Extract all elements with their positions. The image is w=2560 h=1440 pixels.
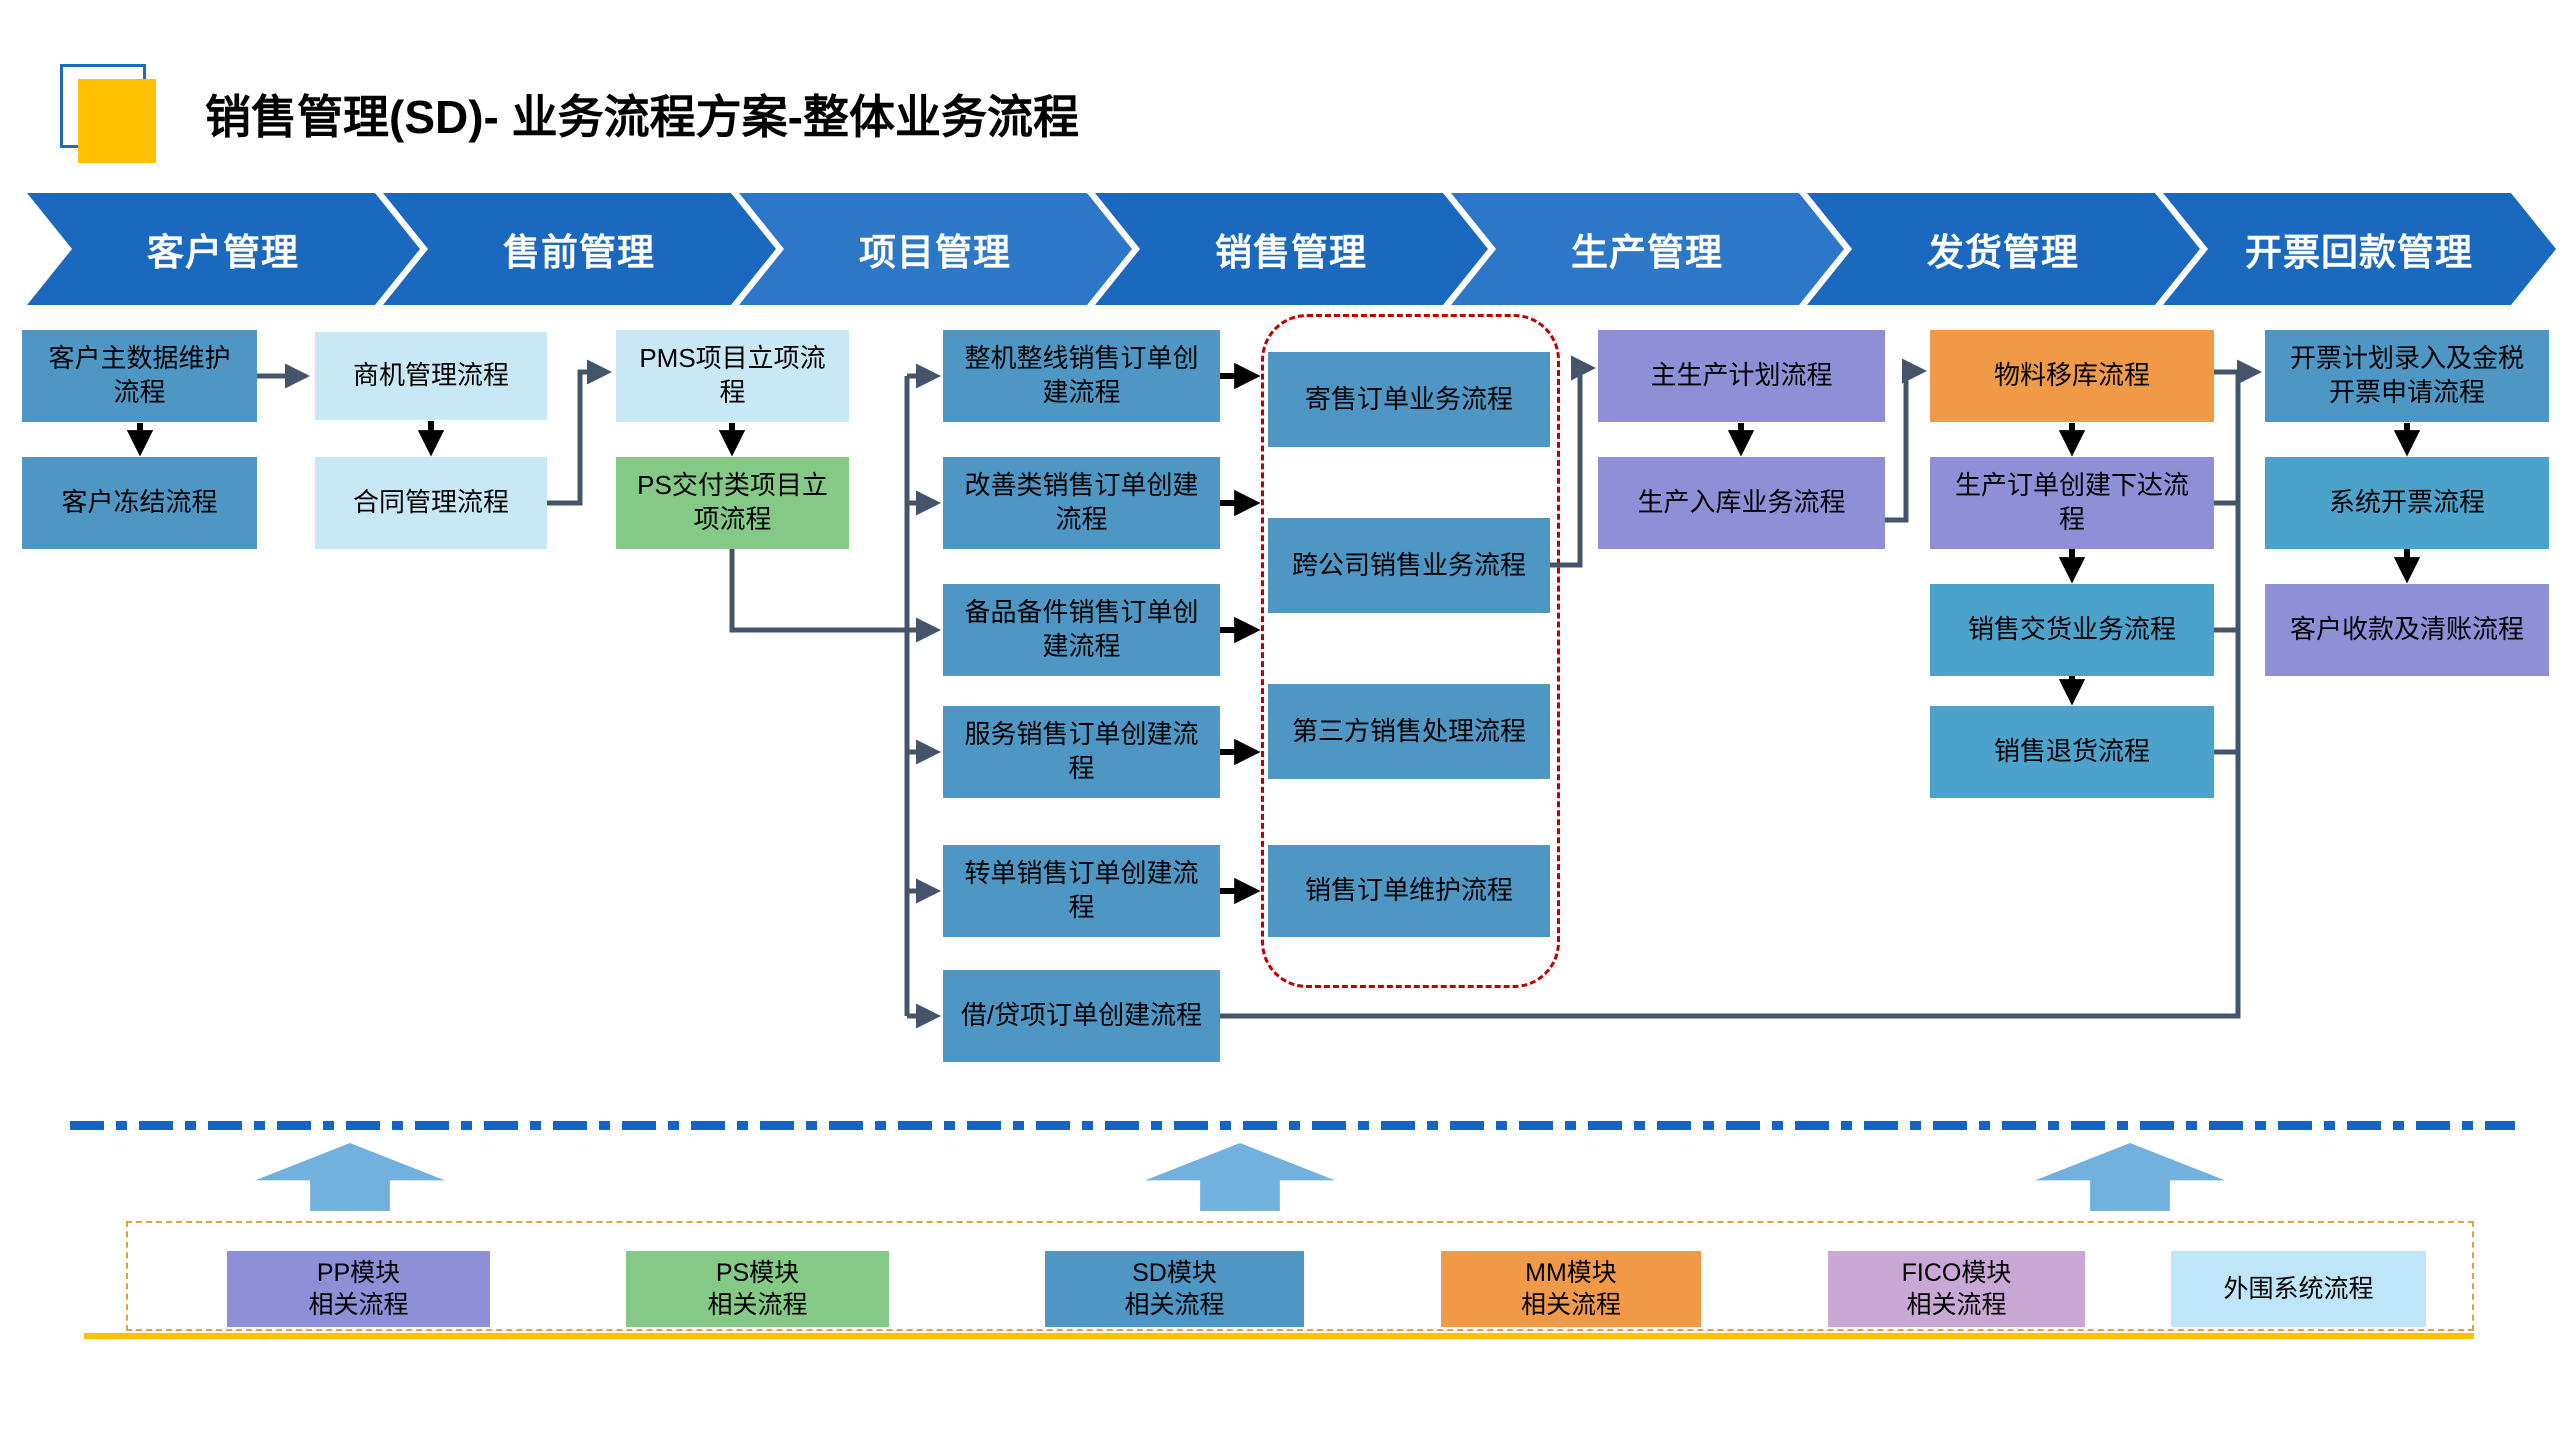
- legend-container: [126, 1221, 2474, 1331]
- stage-chevron-customer-mgmt: 客户管理: [27, 193, 420, 305]
- page-title: 销售管理(SD)- 业务流程方案-整体业务流程: [205, 91, 1079, 143]
- legend-item-fico-module: FICO模块 相关流程: [1828, 1251, 2085, 1327]
- legend-item-ps-module: PS模块 相关流程: [626, 1251, 889, 1327]
- up-block-arrow-icon-1: [255, 1143, 445, 1211]
- node-production-order-release: 生产订单创建下达流程: [1930, 457, 2214, 549]
- stage-chevron-sales-mgmt: 销售管理: [1095, 193, 1488, 305]
- node-system-billing: 系统开票流程: [2265, 457, 2549, 549]
- node-service-sales-order: 服务销售订单创建流程: [943, 706, 1220, 798]
- node-opportunity-mgmt: 商机管理流程: [315, 332, 547, 420]
- legend-item-mm-module: MM模块 相关流程: [1441, 1251, 1701, 1327]
- node-contract-mgmt: 合同管理流程: [315, 457, 547, 549]
- bottom-accent-line: [84, 1333, 2474, 1339]
- node-third-party-sales-flow: 第三方销售处理流程: [1268, 684, 1550, 779]
- node-customer-master-data: 客户主数据维护流程: [22, 330, 257, 422]
- node-customer-payment-clearing: 客户收款及清账流程: [2265, 584, 2549, 676]
- stage-chevron-delivery-mgmt: 发货管理: [1807, 193, 2200, 305]
- node-ps-delivery-project-setup: PS交付类项目立项流程: [616, 457, 849, 549]
- node-debit-credit-order: 借/贷项订单创建流程: [943, 970, 1220, 1062]
- stage-chevron-billing-collection-mgmt: 开票回款管理: [2163, 193, 2556, 305]
- title-accent-yellow-square: [78, 79, 156, 163]
- legend-item-pp-module: PP模块 相关流程: [227, 1251, 490, 1327]
- up-block-arrow-icon-3: [2035, 1143, 2225, 1211]
- node-billing-plan-entry: 开票计划录入及金税开票申请流程: [2265, 330, 2549, 422]
- legend-item-sd-module: SD模块 相关流程: [1045, 1251, 1304, 1327]
- node-improvement-sales-order: 改善类销售订单创建流程: [943, 457, 1220, 549]
- node-consignment-order-flow: 寄售订单业务流程: [1268, 352, 1550, 447]
- node-sales-order-maintenance: 销售订单维护流程: [1268, 845, 1550, 937]
- node-machine-line-sales-order: 整机整线销售订单创建流程: [943, 330, 1220, 422]
- node-production-inbound: 生产入库业务流程: [1598, 457, 1885, 549]
- node-customer-freeze: 客户冻结流程: [22, 457, 257, 549]
- stage-chevron-production-mgmt: 生产管理: [1451, 193, 1844, 305]
- node-master-production-plan: 主生产计划流程: [1598, 330, 1885, 422]
- node-sales-delivery: 销售交货业务流程: [1930, 584, 2214, 676]
- stage-chevron-project-mgmt: 项目管理: [739, 193, 1132, 305]
- node-pms-project-setup: PMS项目立项流程: [616, 330, 849, 422]
- node-spare-parts-sales-order: 备品备件销售订单创建流程: [943, 584, 1220, 676]
- up-block-arrow-icon-2: [1145, 1143, 1335, 1211]
- node-sales-return: 销售退货流程: [1930, 706, 2214, 798]
- node-transfer-sales-order: 转单销售订单创建流程: [943, 845, 1220, 937]
- stage-chevron-presales-mgmt: 售前管理: [383, 193, 776, 305]
- dash-dot-divider-line: [70, 1121, 2515, 1130]
- node-intercompany-sales-flow: 跨公司销售业务流程: [1268, 518, 1550, 613]
- node-material-transfer: 物料移库流程: [1930, 330, 2214, 422]
- legend-item-peripheral-system: 外围系统流程: [2171, 1251, 2426, 1327]
